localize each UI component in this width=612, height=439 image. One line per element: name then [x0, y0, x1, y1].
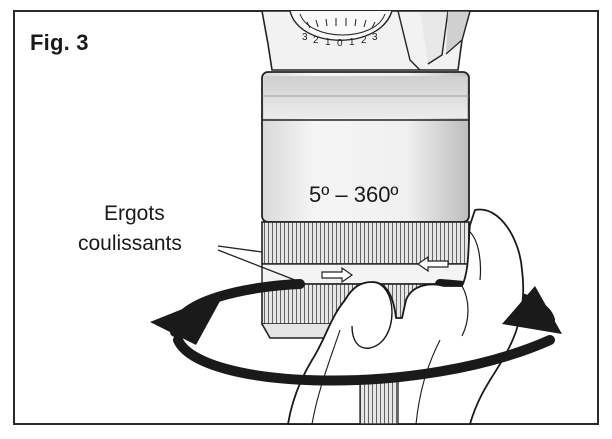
- bevel-mechanism: 3 2 1 0 1 2 3: [261, 10, 472, 71]
- callout-leader-upper: [217, 245, 263, 253]
- callout-text-line-2: coulissants: [78, 232, 182, 255]
- bevel-number-7: 3: [372, 32, 378, 43]
- bevel-number-3: 1: [325, 37, 331, 48]
- bevel-number-6: 2: [361, 35, 367, 46]
- upper-knurled-ring: [261, 221, 470, 265]
- bevel-scale-ticks: [306, 18, 376, 29]
- rotation-arrowhead-right: [502, 286, 562, 334]
- slide-arrow-left-icon: [416, 255, 449, 273]
- slide-arrow-right-icon: [321, 266, 354, 284]
- collet-body: [261, 71, 470, 223]
- bevel-number-4: 0: [337, 38, 343, 49]
- bevel-number-5: 1: [349, 37, 355, 48]
- rotation-range-label: 5º – 360º: [309, 182, 399, 207]
- callout-text-line-1: Ergots: [104, 202, 165, 225]
- figure-label: Fig. 3: [30, 30, 89, 55]
- spindle-shaft: [359, 379, 399, 425]
- bevel-number-1: 3: [302, 32, 308, 43]
- callout-leader-lower: [217, 249, 301, 283]
- rotation-arrow-icon: [173, 335, 555, 386]
- rotation-arrowhead-left: [150, 292, 225, 345]
- bevel-number-2: 2: [313, 35, 319, 46]
